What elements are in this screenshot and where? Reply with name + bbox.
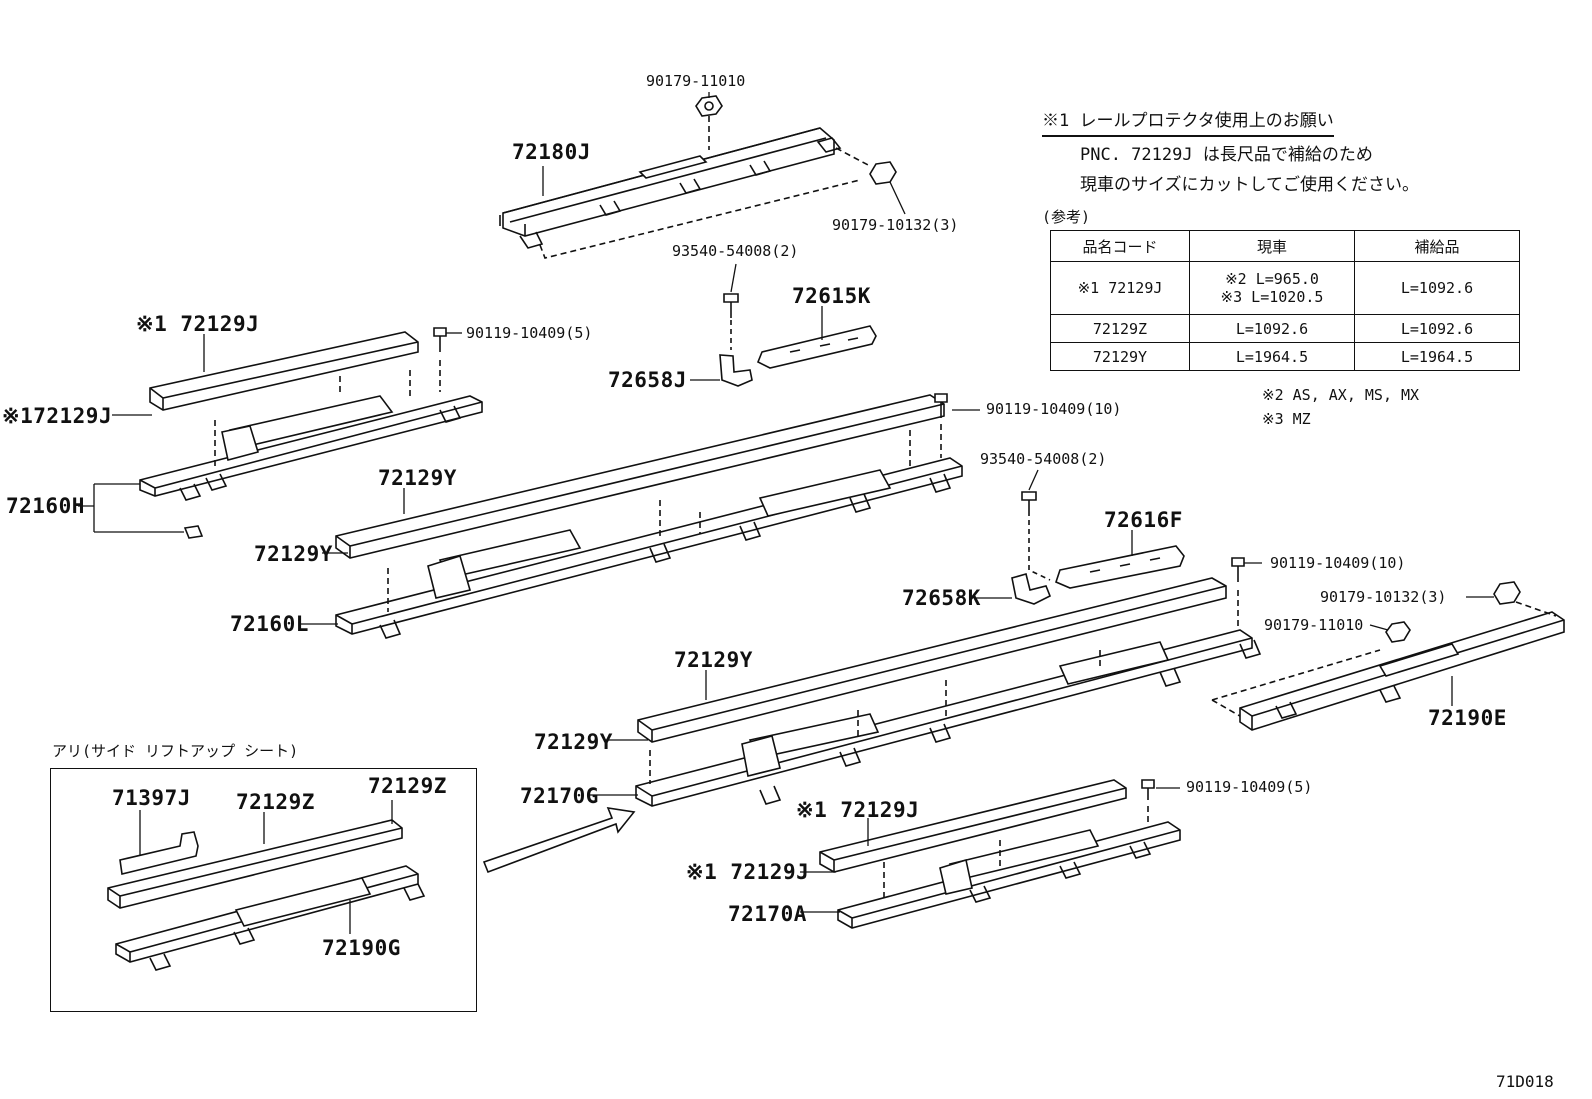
note-title: ※1 レールプロテクタ使用上のお願い	[1042, 106, 1334, 137]
label-72160L: 72160L	[230, 612, 309, 636]
leader-lines	[78, 92, 1494, 934]
label-90119-10-b: 90119-10409(10)	[1270, 554, 1406, 572]
label-90119-10-a: 90119-10409(10)	[986, 400, 1122, 418]
cell-code: ※1 72129J	[1050, 261, 1190, 315]
label-72129J-d: ※1 72129J	[686, 860, 810, 884]
cell-supply: L=1092.6	[1354, 261, 1520, 315]
bolt-90119-bottom	[883, 779, 1155, 900]
label-72129Y-d: 72129Y	[534, 730, 613, 754]
bracket-72615K	[756, 325, 877, 369]
rail-72170A	[837, 821, 1181, 929]
cell-current-line1: ※2 L=965.0	[1225, 270, 1319, 288]
rail-72170G	[635, 629, 1262, 807]
cell-current-line2: ※3 L=1020.5	[1220, 288, 1324, 306]
label-72658J: 72658J	[608, 368, 687, 392]
label-72170G: 72170G	[520, 784, 599, 808]
label-72658K: 72658K	[902, 586, 981, 610]
label-72129Z-a: 72129Z	[236, 790, 315, 814]
header-code: 品名コード	[1050, 230, 1190, 262]
arrow-to-72170G	[482, 806, 636, 874]
rail-72190G	[115, 865, 426, 971]
label-90179-11010-right: 90179-11010	[1264, 616, 1364, 634]
table-row: 72129Y L=1964.5 L=1964.5	[1050, 342, 1520, 371]
rail-72160L	[335, 457, 963, 639]
label-93540-top: 93540-54008(2)	[672, 242, 799, 260]
label-72129Z-b: 72129Z	[368, 774, 447, 798]
clip-72658J	[719, 354, 753, 387]
bracket-72616F	[1055, 545, 1185, 589]
header-current: 現車	[1189, 230, 1355, 262]
inset-box	[50, 768, 477, 1012]
rail-72190E	[1239, 611, 1565, 731]
label-72616F: 72616F	[1104, 508, 1183, 532]
nut-90179-11010-right	[1211, 621, 1411, 717]
label-72615K: 72615K	[792, 284, 871, 308]
screw-93540-mid	[1021, 491, 1051, 581]
label-90119-5-bottom: 90119-10409(5)	[1186, 778, 1313, 796]
nut-90179-10132-right	[1493, 581, 1557, 617]
label-90179-10132-right: 90179-10132(3)	[1320, 588, 1447, 606]
bolt-90119-top-left	[214, 327, 447, 470]
note-line1: PNC. 72129J は長尺品で補給のため	[1080, 145, 1373, 165]
bolt-90119-right	[649, 557, 1245, 784]
label-72180J: 72180J	[512, 140, 591, 164]
label-72129J-b: ※172129J	[2, 404, 113, 428]
cell-current: L=1092.6	[1189, 314, 1355, 343]
figure-code: 71D018	[1496, 1072, 1554, 1091]
nut-90179-11010-top	[695, 95, 723, 150]
footnote-2: ※2 AS, AX, MS, MX	[1262, 386, 1420, 404]
part-71397J	[119, 831, 199, 875]
rail-72160H	[139, 395, 483, 539]
cell-code: 72129Z	[1050, 314, 1190, 343]
screw-93540-top	[723, 293, 739, 350]
clip-72658K	[1011, 573, 1052, 605]
protector-72129J-bottom	[819, 779, 1127, 873]
header-supply: 補給品	[1354, 230, 1520, 262]
note-line2: 現車のサイズにカットしてご使用ください。	[1080, 175, 1419, 195]
table-row: ※1 72129J ※2 L=965.0 ※3 L=1020.5 L=1092.…	[1050, 261, 1520, 315]
cell-supply: L=1964.5	[1354, 342, 1520, 371]
label-72129J-a: ※1 72129J	[136, 312, 260, 336]
nut-90179-10132-top	[539, 147, 897, 259]
label-72129Y-a: 72129Y	[378, 466, 457, 490]
cell-current: ※2 L=965.0 ※3 L=1020.5	[1189, 261, 1355, 315]
label-72190G: 72190G	[322, 936, 401, 960]
protector-72129J-top	[149, 331, 419, 411]
cell-current: L=1964.5	[1189, 342, 1355, 371]
label-72170A: 72170A	[728, 902, 807, 926]
bolt-90119-mid	[387, 393, 948, 612]
label-90119-5-top: 90119-10409(5)	[466, 324, 593, 342]
rail-72180J	[499, 127, 842, 249]
cell-code: 72129Y	[1050, 342, 1190, 371]
protector-72129Y-left	[335, 394, 945, 559]
label-72190E: 72190E	[1428, 706, 1507, 730]
label-71397J: 71397J	[112, 786, 191, 810]
table-header-row: 品名コード 現車 補給品	[1050, 230, 1520, 262]
table-row: 72129Z L=1092.6 L=1092.6	[1050, 314, 1520, 343]
label-72129J-c: ※1 72129J	[796, 798, 920, 822]
protector-72129Y-right	[637, 577, 1227, 743]
reference-table: 品名コード 現車 補給品 ※1 72129J ※2 L=965.0 ※3 L=1…	[1050, 230, 1520, 371]
cell-supply: L=1092.6	[1354, 314, 1520, 343]
inset-title: アリ(サイド リフトアップ シート)	[52, 742, 299, 760]
label-93540-mid: 93540-54008(2)	[980, 450, 1107, 468]
label-72160H: 72160H	[6, 494, 85, 518]
label-72129Y-c: 72129Y	[674, 648, 753, 672]
label-72129Y-b: 72129Y	[254, 542, 333, 566]
ref-caption: (参考)	[1042, 208, 1091, 226]
footnote-3: ※3 MZ	[1262, 410, 1311, 428]
label-90179-11010-top: 90179-11010	[646, 72, 746, 90]
label-90179-10132-top: 90179-10132(3)	[832, 216, 959, 234]
